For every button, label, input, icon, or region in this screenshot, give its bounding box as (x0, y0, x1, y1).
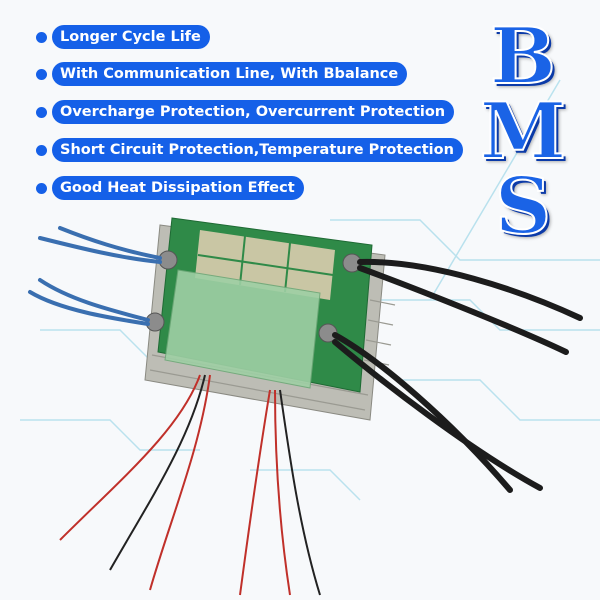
bullet-icon (36, 182, 47, 194)
bullet-icon (36, 106, 47, 118)
black-cables (332, 258, 583, 493)
title-letter-b: B (489, 11, 557, 102)
blue-wires (28, 226, 162, 326)
bullet-icon (36, 144, 47, 156)
feature-label: Longer Cycle Life (52, 25, 210, 49)
title-letter-s: S (494, 161, 552, 252)
feature-item: Overcharge Protection, Overcurrent Prote… (36, 100, 455, 124)
feature-label: Short Circuit Protection,Temperature Pro… (52, 138, 463, 162)
feature-item: Longer Cycle Life (36, 25, 210, 49)
feature-label: Overcharge Protection, Overcurrent Prote… (52, 100, 455, 124)
insulation-sheet (164, 269, 321, 389)
feature-label: Good Heat Dissipation Effect (52, 176, 304, 200)
bullet-icon (36, 31, 47, 43)
feature-item: Short Circuit Protection,Temperature Pro… (36, 138, 463, 162)
feature-item: Good Heat Dissipation Effect (36, 176, 304, 200)
signal-wires (59, 374, 321, 596)
feature-item: With Communication Line, With Bbalance (36, 62, 408, 86)
feature-label: With Communication Line, With Bbalance (52, 62, 408, 86)
title-letter-m: M (479, 86, 567, 177)
bullet-icon (36, 68, 47, 80)
